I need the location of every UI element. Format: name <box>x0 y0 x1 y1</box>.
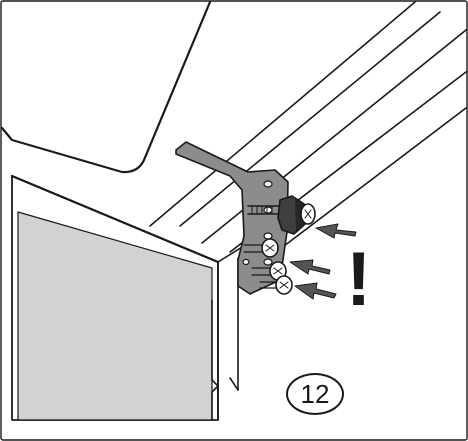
step-number: 12 <box>300 378 330 409</box>
glass-panel <box>17 211 213 421</box>
countertop-edge <box>0 0 212 174</box>
appliance-front <box>10 174 261 421</box>
step-number-badge: 12 <box>286 373 344 415</box>
torx-screw-icon <box>243 238 279 258</box>
push-arrows <box>289 223 357 300</box>
push-arrow-icon <box>315 223 357 239</box>
push-arrow-icon <box>294 282 337 300</box>
bracket-slots <box>242 180 273 266</box>
push-arrow-icon <box>289 259 331 275</box>
mounting-bracket <box>175 141 289 295</box>
torx-screw-icon <box>300 203 316 225</box>
worktop-lines <box>149 1 467 269</box>
torx-screw-icon <box>259 275 293 295</box>
warning-exclamation: ! <box>346 237 372 322</box>
